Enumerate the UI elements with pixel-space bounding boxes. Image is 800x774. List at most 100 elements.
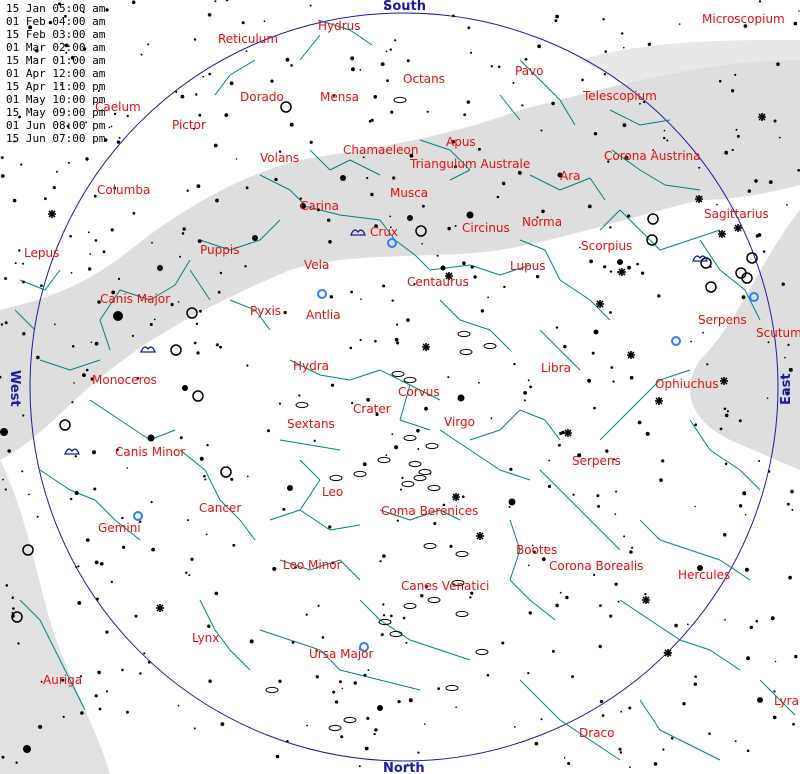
- nebula-icon: [692, 255, 708, 262]
- star: [215, 198, 219, 203]
- galaxy-icon: [403, 376, 417, 384]
- open-cluster-icon: [646, 234, 658, 246]
- constellation-line: [299, 204, 341, 216]
- star: [100, 562, 104, 566]
- star: [82, 47, 87, 51]
- star: [615, 490, 618, 493]
- star: [462, 261, 466, 266]
- star: [219, 271, 223, 275]
- star: [406, 318, 410, 322]
- star: [470, 265, 474, 269]
- star: [230, 477, 234, 481]
- star: [110, 580, 114, 584]
- star: [738, 504, 743, 508]
- bright-star: [466, 211, 474, 219]
- constellation-line: [39, 359, 71, 371]
- constellation-line: [589, 739, 621, 761]
- constellation-line: [619, 209, 641, 231]
- constellation-line: [299, 479, 321, 511]
- star: [716, 203, 718, 206]
- constellation-line: [379, 219, 396, 241]
- constellation-line: [54, 649, 71, 681]
- star: [197, 239, 202, 244]
- star: [186, 189, 189, 192]
- star: [517, 170, 522, 175]
- bright-star: [182, 385, 188, 391]
- constellation-line: [689, 229, 721, 241]
- star: [436, 254, 439, 257]
- star: [797, 169, 800, 172]
- constellation-line: [299, 459, 321, 481]
- star: [278, 679, 282, 683]
- star: [598, 644, 602, 649]
- deep-sky-objects: [11, 96, 766, 732]
- star: [513, 362, 516, 366]
- constellation-line: [309, 444, 341, 451]
- star: [596, 494, 600, 498]
- constellation-line: [349, 29, 373, 46]
- star: [581, 78, 584, 82]
- open-cluster-icon: [741, 272, 753, 284]
- star: [768, 180, 773, 185]
- time-entry: 15 Feb 03:00 am: [6, 28, 106, 41]
- star: [0, 174, 5, 178]
- constellation-line: [359, 599, 381, 621]
- star: [394, 337, 399, 342]
- star: [396, 341, 400, 345]
- star: [98, 707, 102, 711]
- star: [736, 134, 740, 138]
- star: [73, 382, 75, 384]
- constellation-line: [559, 719, 591, 741]
- star-marker-icon: [655, 397, 663, 405]
- star: [52, 186, 56, 190]
- constellation-line: [469, 449, 501, 471]
- star-marker-icon: [758, 113, 766, 121]
- star: [328, 525, 332, 529]
- star: [480, 309, 485, 313]
- star: [121, 516, 124, 520]
- star: [125, 710, 129, 714]
- star: [477, 147, 481, 151]
- star: [126, 467, 129, 469]
- constellation-line: [94, 499, 116, 521]
- constellation-line: [559, 279, 591, 301]
- constellation-line: [449, 169, 471, 181]
- star: [382, 603, 385, 606]
- star: [599, 699, 604, 704]
- star: [245, 186, 249, 190]
- constellation-label: Canis Major: [100, 292, 170, 306]
- star: [187, 519, 190, 522]
- star: [502, 181, 506, 186]
- star: [781, 282, 785, 286]
- constellation-line: [299, 509, 331, 531]
- open-cluster-icon: [22, 544, 34, 556]
- star: [65, 51, 68, 54]
- star-marker-icon: [476, 532, 484, 540]
- star: [94, 239, 98, 242]
- star: [85, 121, 88, 124]
- star: [637, 420, 642, 425]
- constellation-label: Chamaeleon: [343, 143, 418, 157]
- star: [213, 143, 218, 148]
- star: [537, 44, 541, 49]
- galaxy-icon: [475, 648, 489, 656]
- constellation-line: [689, 549, 721, 561]
- star-marker-icon: [664, 649, 672, 657]
- star: [572, 493, 575, 496]
- star: [644, 593, 647, 596]
- star: [541, 209, 545, 214]
- star: [0, 156, 4, 160]
- constellation-line: [309, 559, 341, 571]
- star: [151, 547, 156, 552]
- star: [329, 295, 333, 299]
- star: [487, 296, 489, 299]
- star: [246, 475, 249, 478]
- star: [386, 79, 389, 82]
- constellation-line: [509, 579, 531, 601]
- constellation-label: Hydra: [293, 359, 329, 373]
- star: [734, 73, 737, 76]
- constellation-line: [529, 174, 561, 191]
- star: [132, 211, 136, 215]
- constellation-line: [469, 264, 501, 276]
- star: [397, 700, 401, 704]
